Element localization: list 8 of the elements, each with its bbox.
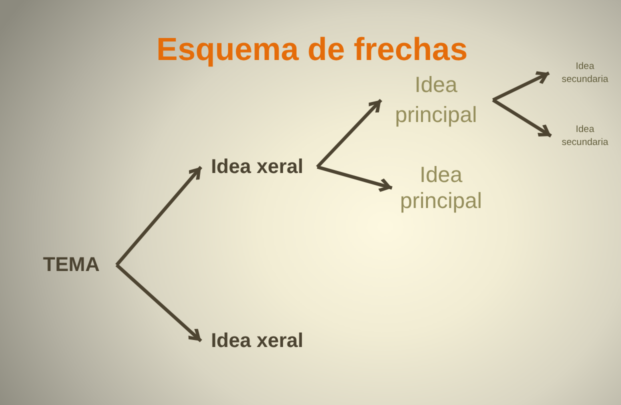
main-idea-label: Idea xeral xyxy=(211,155,304,179)
secondary-idea-label: Idea secundaria xyxy=(560,60,610,86)
title: Esquema de frechas xyxy=(156,30,468,68)
main-idea-label: Idea xeral xyxy=(211,329,304,353)
secondary-idea-label: Idea secundaria xyxy=(560,123,610,149)
topic-label: TEMA xyxy=(43,253,100,277)
principal-idea-label: Idea principal xyxy=(399,162,483,214)
principal-idea-label: Idea principal xyxy=(394,71,478,129)
